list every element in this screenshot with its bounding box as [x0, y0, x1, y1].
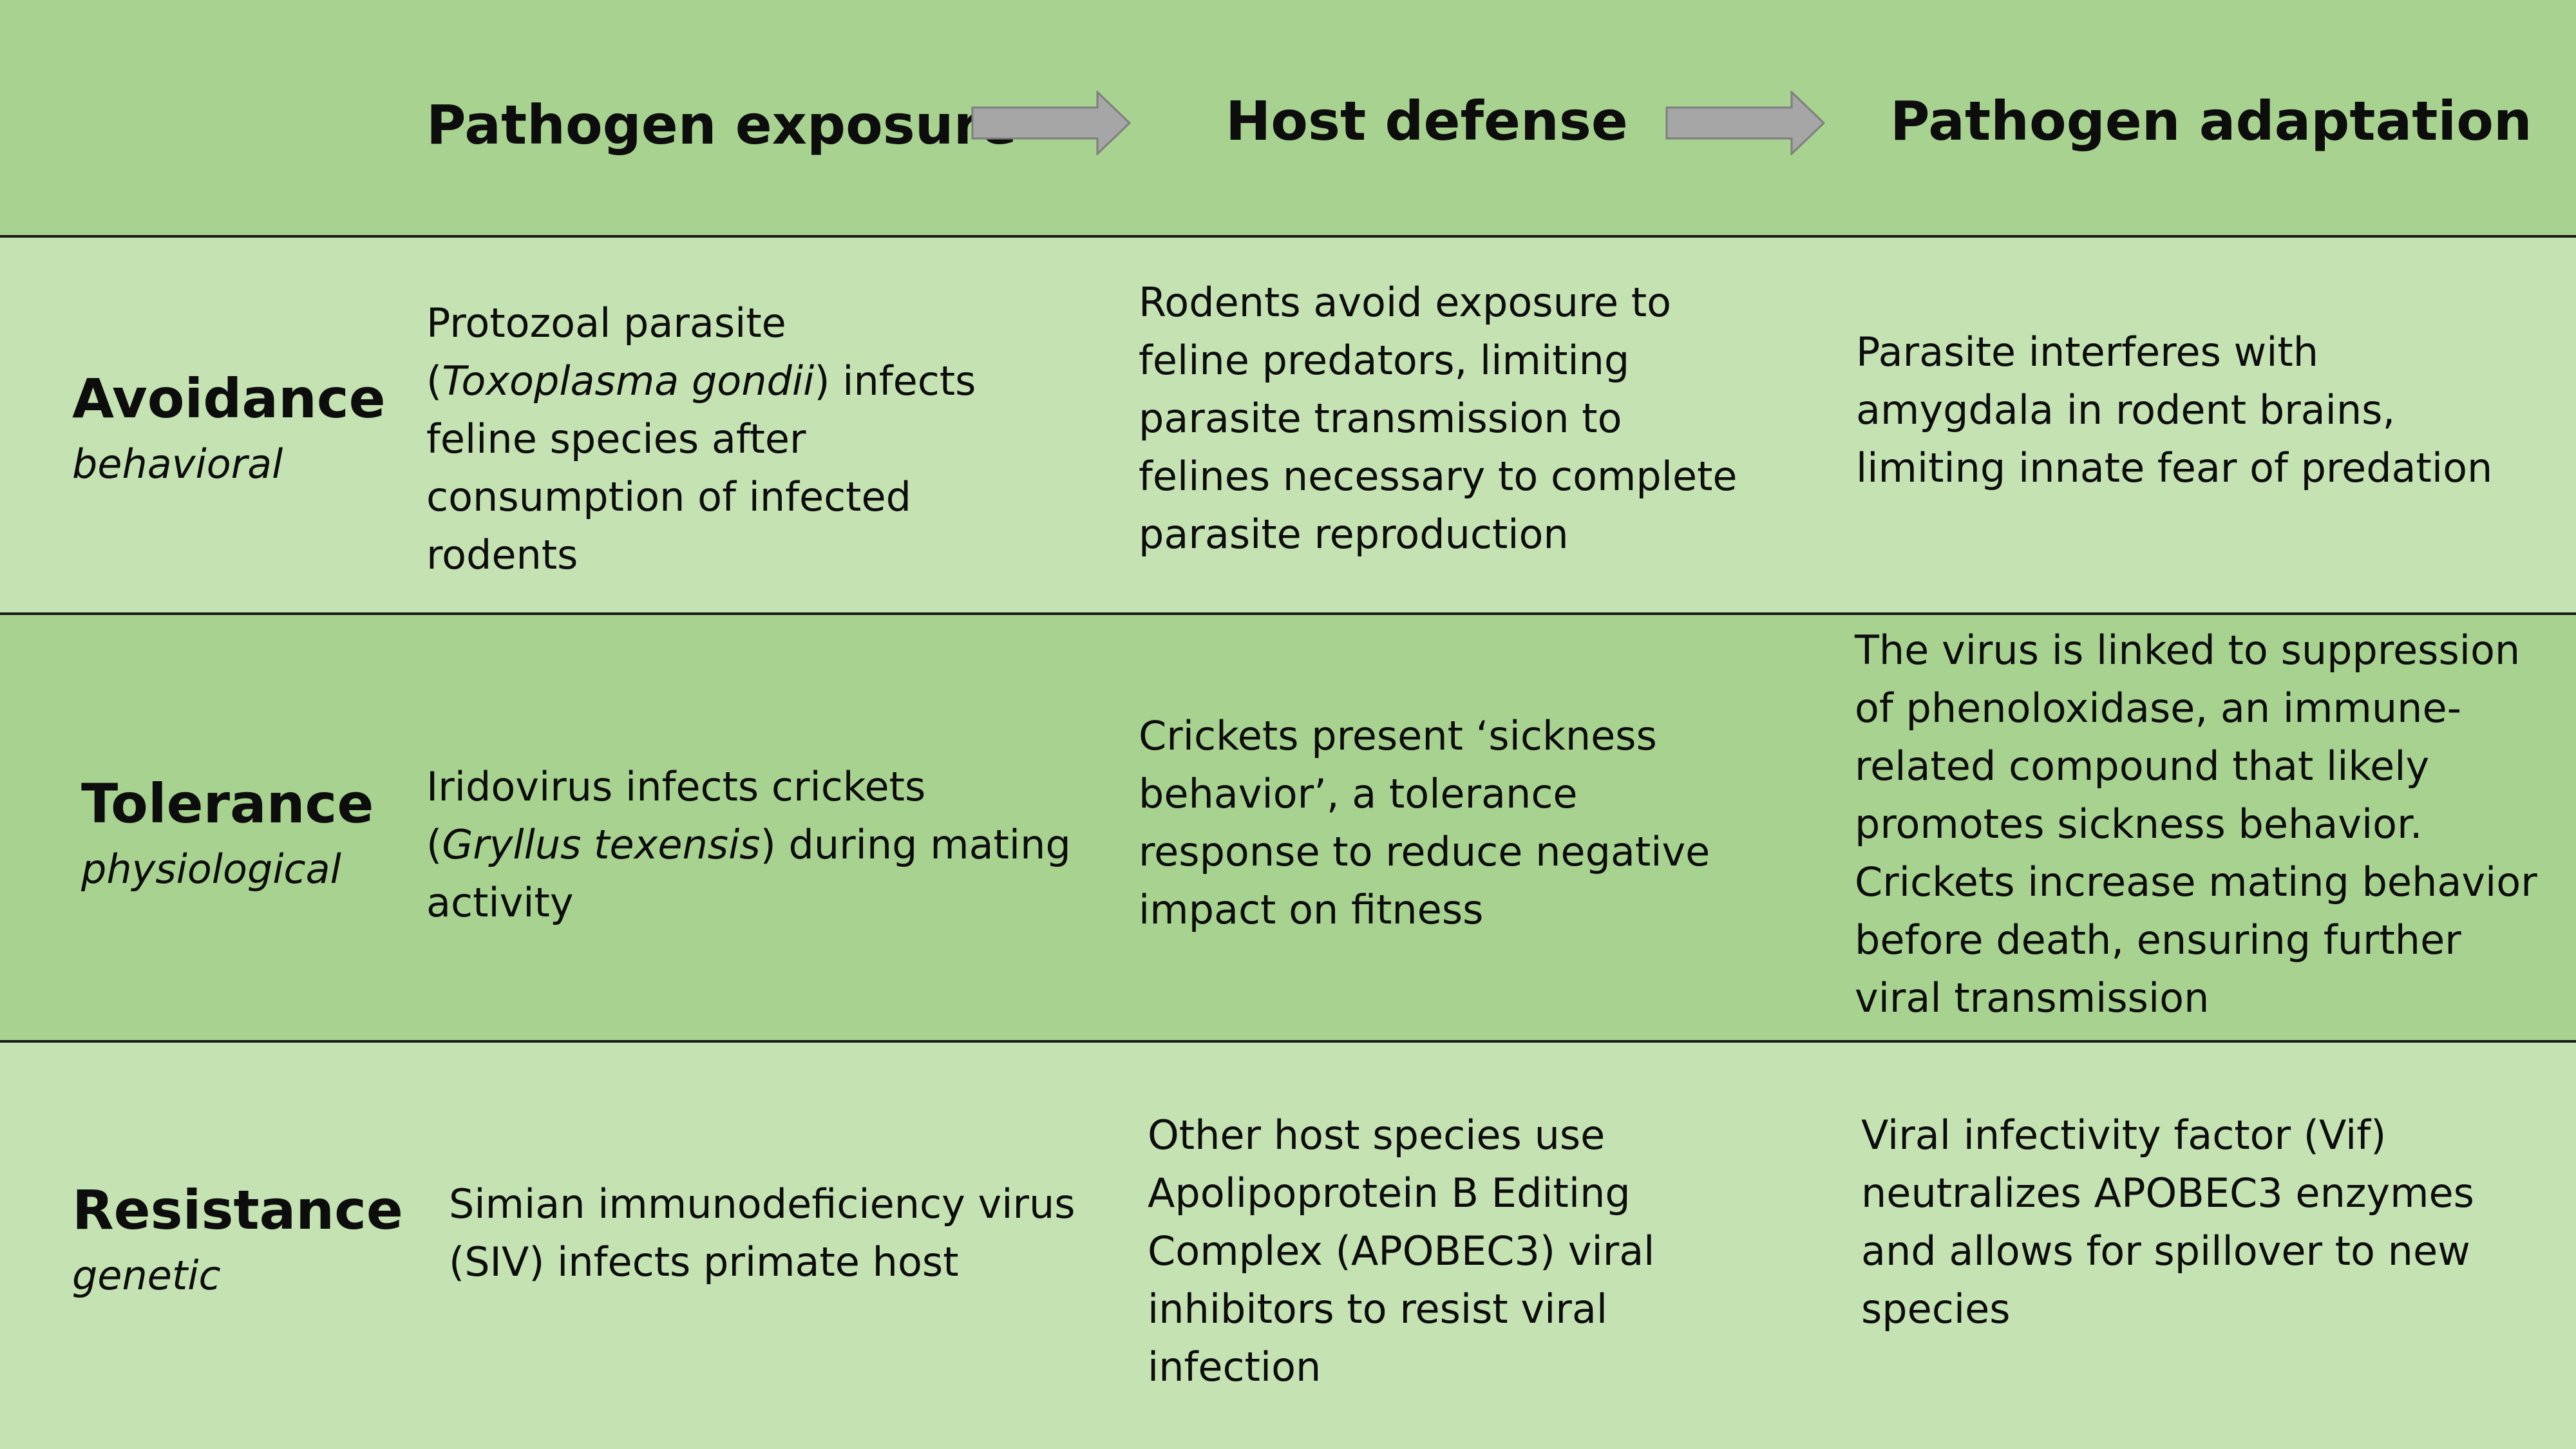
cell-resistance-defense: Other host species use Apolipoprotein B … [1148, 1106, 1654, 1396]
cell-line: Parasite interferes with [1856, 328, 2319, 375]
cell-line: Crickets present ‘sickness [1139, 712, 1657, 759]
row-divider [0, 612, 2576, 615]
cell-line: feline species after [426, 415, 806, 462]
cell-line: parasite transmission to [1139, 395, 1622, 442]
cell-line: Apolipoprotein B Editing [1148, 1170, 1631, 1217]
cell-line: species [1861, 1285, 2011, 1332]
row-divider [0, 1040, 2576, 1043]
cell-line: (Gryllus texensis) during mating [426, 816, 1071, 874]
cell-line: Rodents avoid exposure to [1139, 279, 1672, 326]
row-subtitle-behavioral: behavioral [72, 440, 283, 488]
cell-tolerance-defense: Crickets present ‘sickness behavior’, a … [1139, 707, 1710, 939]
cell-avoidance-exposure: Protozoal parasite (Toxoplasma gondii) i… [426, 294, 976, 584]
cell-resistance-adaptation: Viral infectivity factor (Vif) neutraliz… [1861, 1106, 2474, 1338]
row-title-avoidance: Avoidance [72, 367, 386, 430]
cell-avoidance-defense: Rodents avoid exposure to feline predato… [1139, 274, 1738, 564]
cell-line: felines necessary to complete [1139, 453, 1738, 500]
cell-line: amygdala in rodent brains, [1856, 386, 2396, 433]
cell-line: Crickets increase mating behavior [1855, 858, 2537, 905]
cell-line: (SIV) infects primate host [449, 1238, 959, 1285]
cell-tolerance-adaptation: The virus is linked to suppression of ph… [1855, 621, 2537, 1027]
cell-tolerance-exposure: Iridovirus infects crickets (Gryllus tex… [426, 758, 1071, 932]
cell-line: (Toxoplasma gondii) infects [426, 352, 976, 410]
cell-line: Other host species use [1148, 1112, 1605, 1159]
row-subtitle-physiological: physiological [81, 846, 341, 893]
cell-line: neutralizes APOBEC3 enzymes [1861, 1170, 2474, 1217]
row-avoidance-band [0, 236, 2576, 614]
row-tolerance-band [0, 614, 2576, 1041]
cell-line: inhibitors to resist viral [1148, 1285, 1608, 1332]
cell-text: ( [426, 357, 442, 404]
cell-line: Iridovirus infects crickets [426, 763, 926, 810]
cell-line: feline predators, limiting [1139, 337, 1630, 384]
cell-line: parasite reproduction [1139, 511, 1569, 558]
right-arrow-icon [1665, 91, 1826, 155]
row-subtitle-genetic: genetic [72, 1252, 221, 1299]
cell-line: response to reduce negative [1139, 828, 1710, 875]
cell-line: Protozoal parasite [426, 299, 786, 346]
cell-line: viral transmission [1855, 974, 2210, 1021]
header-host-defense: Host defense [1226, 90, 1628, 153]
cell-line: Viral infectivity factor (Vif) [1861, 1112, 2387, 1159]
cell-line: of phenoloxidase, an immune- [1855, 685, 2461, 732]
cell-line: behavior’, a tolerance [1139, 770, 1578, 817]
row-title-resistance: Resistance [72, 1179, 403, 1242]
header-pathogen-exposure: Pathogen exposure [426, 93, 1017, 156]
cell-line: impact on fitness [1139, 886, 1484, 933]
cell-line: infection [1148, 1343, 1321, 1390]
cell-text: ) infects [814, 357, 976, 404]
row-resistance-band [0, 1041, 2576, 1449]
cell-avoidance-adaptation: Parasite interferes with amygdala in rod… [1856, 323, 2492, 497]
cell-line: The virus is linked to suppression [1855, 627, 2521, 674]
cell-line: activity [426, 879, 574, 926]
species-name-italic: Toxoplasma gondii [442, 357, 815, 404]
cell-line: consumption of infected [426, 473, 911, 520]
species-name-italic: Gryllus texensis [442, 821, 761, 868]
cell-line: and allows for spillover to new [1861, 1227, 2470, 1274]
cell-line: Complex (APOBEC3) viral [1148, 1227, 1655, 1274]
cell-line: promotes sickness behavior. [1855, 800, 2423, 848]
cell-line: before death, ensuring further [1855, 916, 2461, 963]
row-title-tolerance: Tolerance [81, 772, 374, 835]
header-band [0, 0, 2576, 236]
cell-text: ) during mating [760, 821, 1071, 868]
header-pathogen-adaptation: Pathogen adaptation [1890, 90, 2532, 153]
cell-text: ( [426, 821, 442, 868]
cell-line: limiting innate fear of predation [1856, 444, 2493, 491]
right-arrow-icon [971, 91, 1132, 155]
cell-line: related compound that likely [1855, 743, 2430, 790]
cell-line: Simian immunodeficiency virus [449, 1180, 1075, 1227]
row-divider [0, 235, 2576, 238]
cell-resistance-exposure: Simian immunodeficiency virus (SIV) infe… [449, 1175, 1075, 1291]
cell-line: rodents [426, 531, 578, 578]
